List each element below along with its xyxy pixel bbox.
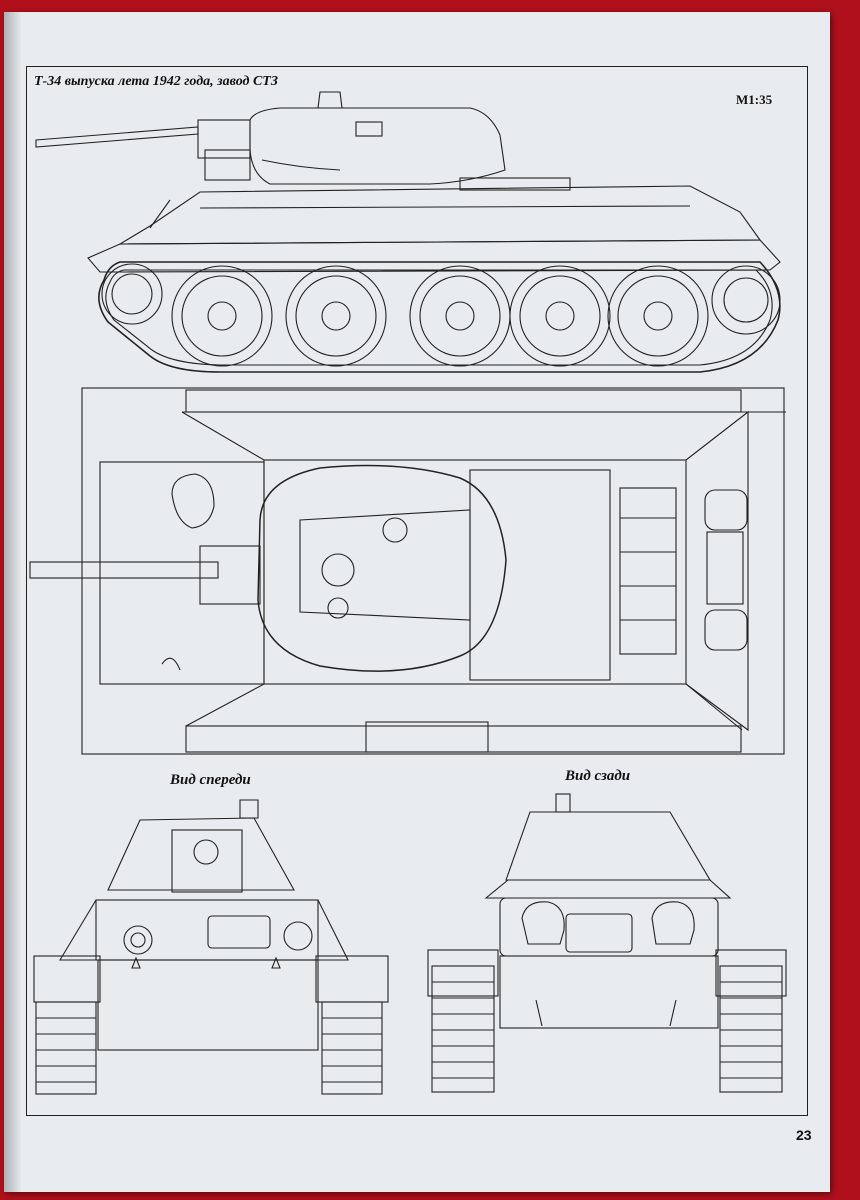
top-view (29, 387, 786, 755)
scale-label: М1:35 (736, 92, 773, 107)
front-view-label: Вид спереди (170, 772, 251, 788)
page-title: Т-34 выпуска лета 1942 года, завод СТЗ (34, 74, 278, 89)
drawing-frame (26, 66, 808, 1116)
rear-view-label: Вид сзади (565, 768, 631, 784)
page-number: 23 (796, 1127, 812, 1143)
front-view (33, 799, 389, 1095)
road-wheels (101, 263, 781, 367)
rear-view (427, 793, 787, 1093)
book-page (4, 12, 830, 1192)
page-gutter-shadow (4, 12, 22, 1192)
side-view (35, 91, 781, 373)
